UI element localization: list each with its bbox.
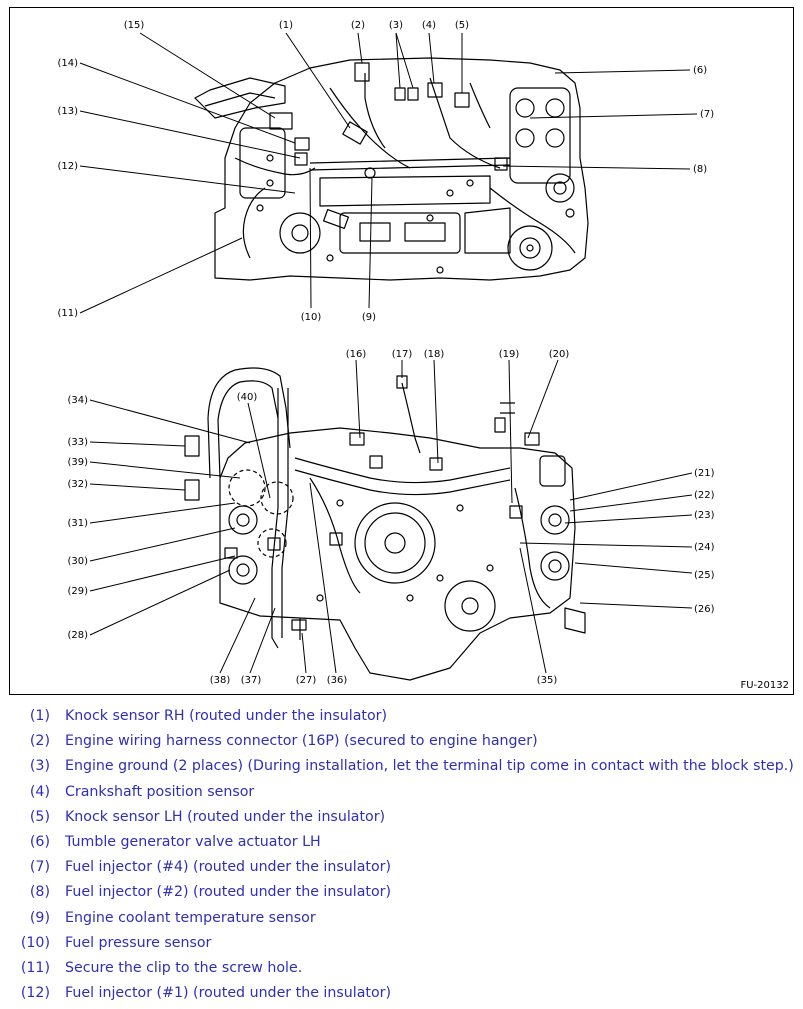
legend-item: (8) Fuel injector (#2) (routed under the … — [0, 880, 803, 905]
callout-12: (12) — [57, 161, 78, 172]
top-leader-lines — [79, 32, 698, 314]
callout-30: (30) — [67, 556, 88, 567]
legend-item: (7) Fuel injector (#4) (routed under the … — [0, 855, 803, 880]
legend-text: Crankshaft position sensor — [65, 783, 255, 800]
legend-item: (11) Secure the clip to the screw hole. — [0, 956, 803, 981]
callout-6: (6) — [693, 65, 707, 76]
legend-text: Engine wiring harness connector (16P) (s… — [65, 733, 538, 750]
callout-15: (15) — [124, 20, 145, 31]
engine-harness-diagram: (1) (2) (3) (4) (5) (6) (7) (8) (9) (10)… — [9, 7, 794, 695]
figure-id: FU-20132 — [740, 680, 790, 691]
callout-22: (22) — [694, 490, 715, 501]
legend-item: (4) Crankshaft position sensor — [0, 780, 803, 805]
callout-31: (31) — [67, 518, 88, 529]
callout-8: (8) — [693, 164, 707, 175]
legend-number: (12) — [20, 985, 50, 1002]
callout-20: (20) — [549, 349, 570, 360]
callout-28: (28) — [67, 630, 88, 641]
legend-text: Fuel pressure sensor — [65, 934, 212, 951]
legend-text: Knock sensor RH (routed under the insula… — [65, 708, 388, 724]
diagram-canvas: (1) (2) (3) (4) (5) (6) (7) (8) (9) (10)… — [57, 20, 714, 686]
legend-item: (12) Fuel injector (#1) (routed under the… — [0, 981, 803, 1006]
callout-5: (5) — [455, 20, 469, 31]
parts-legend: (1) Knock sensor RH (routed under the ins… — [0, 704, 803, 1006]
callout-18: (18) — [424, 349, 445, 360]
callout-16: (16) — [346, 349, 367, 360]
legend-item: (2) Engine wiring harness connector (16P)… — [0, 729, 803, 754]
callout-36: (36) — [327, 675, 348, 686]
callout-29: (29) — [67, 586, 88, 597]
callout-13: (13) — [57, 106, 78, 117]
callout-38: (38) — [210, 675, 231, 686]
bottom-engine-drawing — [184, 367, 586, 681]
callout-17: (17) — [392, 349, 413, 360]
top-engine-drawing — [194, 57, 589, 281]
callout-24: (24) — [694, 542, 715, 553]
legend-item: (1) Knock sensor RH (routed under the ins… — [0, 704, 803, 729]
callout-32: (32) — [67, 479, 88, 490]
legend-number: (11) — [20, 959, 50, 976]
legend-number: (6) — [29, 833, 50, 850]
legend-text: Tumble generator valve actuator LH — [65, 833, 321, 850]
legend-item: (6) Tumble generator valve actuator LH — [0, 830, 803, 855]
legend-text: Secure the clip to the screw hole. — [65, 959, 303, 976]
legend-number: (8) — [29, 884, 50, 901]
legend-number: (2) — [29, 733, 50, 750]
callout-4: (4) — [422, 20, 436, 31]
callout-7: (7) — [700, 109, 714, 120]
callout-40: (40) — [237, 392, 258, 403]
callout-3: (3) — [389, 20, 403, 31]
legend-number: (1) — [29, 708, 50, 724]
callout-1: (1) — [279, 20, 293, 31]
callout-27: (27) — [296, 675, 317, 686]
legend-item: (9) Engine coolant temperature sensor — [0, 906, 803, 931]
callout-2: (2) — [351, 20, 365, 31]
legend-text: Fuel injector (#1) (routed under the ins… — [65, 985, 391, 1002]
callout-39: (39) — [67, 457, 88, 468]
callout-34: (34) — [67, 395, 88, 406]
legend-item: (5) Knock sensor LH (routed under the ins… — [0, 805, 803, 830]
callout-21: (21) — [694, 468, 715, 479]
callout-23: (23) — [694, 510, 715, 521]
legend-text: Fuel injector (#4) (routed under the ins… — [65, 859, 391, 876]
callout-19: (19) — [499, 349, 520, 360]
legend-number: (9) — [29, 909, 50, 926]
callout-26: (26) — [694, 604, 715, 615]
callout-labels: (1) (2) (3) (4) (5) (6) (7) (8) (9) (10)… — [57, 20, 714, 686]
callout-10: (10) — [301, 312, 322, 323]
legend-number: (10) — [20, 934, 50, 951]
legend-item: (3) Engine ground (2 places) (During inst… — [0, 754, 803, 779]
legend-text: Engine ground (2 places) (During install… — [65, 758, 794, 775]
callout-9: (9) — [362, 312, 376, 323]
legend-text: Knock sensor LH (routed under the insula… — [65, 808, 386, 825]
legend-text: Engine coolant temperature sensor — [65, 909, 316, 926]
callout-25: (25) — [694, 570, 715, 581]
callout-33: (33) — [67, 437, 88, 448]
legend-number: (5) — [29, 808, 50, 825]
callout-35: (35) — [537, 675, 558, 686]
callout-11: (11) — [57, 308, 78, 319]
legend-item: (10) Fuel pressure sensor — [0, 931, 803, 956]
callout-14: (14) — [57, 58, 78, 69]
callout-37: (37) — [241, 675, 262, 686]
legend-number: (4) — [29, 783, 50, 800]
legend-text: Fuel injector (#2) (routed under the ins… — [65, 884, 391, 901]
legend-number: (3) — [29, 758, 50, 775]
bottom-leader-lines — [89, 359, 693, 674]
legend-number: (7) — [29, 859, 50, 876]
